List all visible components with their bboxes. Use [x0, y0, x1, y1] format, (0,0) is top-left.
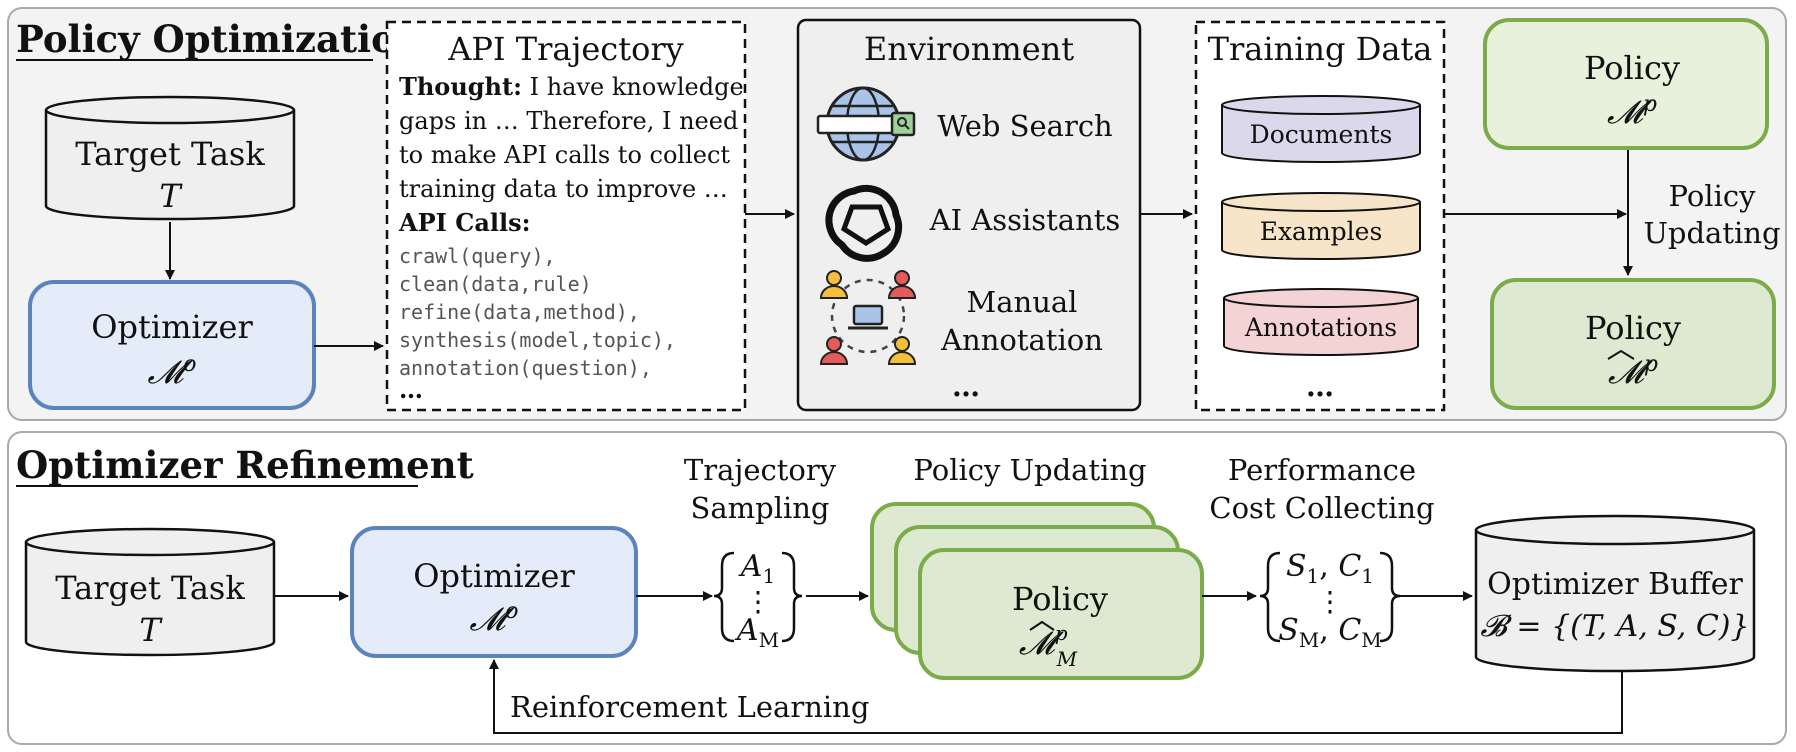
trajectory-sampling-label-1: Trajectory [684, 453, 837, 487]
bottom-optimizer-box: Optimizer 𝓜o [350, 526, 638, 658]
bottom-optimizer-symbol-sup: o [505, 599, 518, 624]
thought-line-4: training data to improve … [399, 175, 728, 203]
annotations-cylinder: Annotations [1223, 288, 1419, 356]
trajectory-sampling-label-2: Sampling [690, 491, 829, 525]
api-call-3: refine(data,method), [399, 300, 640, 324]
documents-cylinder: Documents [1221, 95, 1421, 163]
top-policy-box: Policy 𝓜p [1483, 18, 1769, 150]
examples-label: Examples [1260, 217, 1383, 246]
sample-last: AM [734, 613, 779, 652]
bottom-policy-hat [1029, 620, 1055, 631]
api-trajectory-box: API Trajectory Thought: I have knowledge… [385, 20, 747, 412]
manual-annotation-icon [819, 270, 917, 365]
reinforcement-learning-label: Reinforcement Learning [510, 690, 869, 724]
policy-updating-label-2: Updating [1643, 216, 1780, 250]
api-calls-more: … [399, 375, 423, 404]
policy-optimization-title: Policy Optimization [16, 17, 423, 61]
sample-first: A1 [738, 549, 775, 588]
sample-dots: ⋮ [744, 585, 772, 618]
collected-scores-set: S1, C1 ⋮ SM, CM [1259, 549, 1401, 652]
score-s1: S [1286, 549, 1307, 584]
top-optimizer-box: Optimizer 𝓜o [28, 280, 316, 410]
bottom-target-task-symbol: T [139, 611, 163, 649]
env-ai-assistants-label: AI Assistants [929, 203, 1121, 237]
score-s1-sub: 1 [1307, 564, 1320, 588]
api-call-1: crawl(query), [399, 244, 556, 268]
training-data-more: … [1306, 370, 1334, 403]
env-annotation-label: Annotation [940, 323, 1103, 357]
top-updated-policy-box: Policy 𝓜p [1490, 278, 1776, 410]
optimizer-buffer-label: Optimizer Buffer [1487, 567, 1743, 602]
top-updated-policy-label: Policy [1585, 309, 1681, 347]
thought-label: Thought: [399, 72, 522, 101]
sample-last-base: A [734, 613, 759, 648]
samples-right-brace [781, 551, 803, 643]
top-target-task-label: Target Task [75, 135, 265, 173]
env-more: … [952, 370, 980, 403]
documents-label: Documents [1250, 120, 1393, 149]
score-last: SM, CM [1278, 613, 1382, 652]
api-call-4: synthesis(model,topic), [399, 328, 676, 352]
top-policy-label: Policy [1584, 49, 1680, 87]
api-calls-label: API Calls: [398, 208, 531, 237]
thought-line-2: gaps in … Therefore, I need [399, 107, 738, 135]
top-target-task-cylinder: Target Task T [44, 95, 296, 221]
env-manual-label: Manual [967, 285, 1078, 319]
score-cm-sub: M [1361, 628, 1381, 652]
score-first: S1, C1 [1286, 549, 1374, 588]
examples-cylinder: Examples [1221, 192, 1421, 260]
environment-box: Environment Web Search AI Assistants [796, 18, 1142, 412]
web-search-icon [816, 86, 916, 162]
bottom-target-task-cylinder: Target Task T [24, 527, 276, 657]
score-sm: S [1278, 613, 1299, 648]
api-call-2: clean(data,rule) [399, 272, 592, 296]
performance-label-2: Cost Collecting [1209, 491, 1434, 525]
optimizer-buffer-cylinder: Optimizer Buffer 𝓑 = {(T, A, S, C)} [1474, 514, 1756, 673]
score-dots: ⋮ [1316, 585, 1344, 618]
bottom-optimizer-label: Optimizer [413, 557, 575, 595]
env-web-search-label: Web Search [937, 109, 1113, 143]
optimizer-buffer-formula: 𝓑 = {(T, A, S, C)} [1480, 609, 1749, 644]
top-optimizer-symbol-sup: o [183, 352, 196, 377]
scores-left-brace [1259, 551, 1281, 643]
sample-first-sub: 1 [762, 564, 775, 588]
top-policy-symbol-sup: p [1643, 92, 1657, 117]
top-target-task-symbol: T [159, 177, 183, 215]
thought-line-1: Thought: I have knowledge [399, 72, 744, 101]
thought-line-1-text: I have knowledge [522, 73, 744, 101]
bottom-policy-symbol-sup: p [1055, 621, 1068, 645]
score-sm-sub: M [1299, 628, 1319, 652]
policy-stack-front [918, 548, 1204, 680]
optimizer-refinement-title: Optimizer Refinement [16, 443, 474, 487]
policy-updating-label-1: Policy [1669, 179, 1757, 213]
ai-assistant-icon [825, 184, 903, 262]
score-cm: C [1338, 613, 1361, 648]
thought-line-3: to make API calls to collect [399, 141, 730, 169]
reinforcement-feedback-arrow [489, 659, 1623, 734]
score-c1-sub: 1 [1361, 564, 1374, 588]
api-trajectory-title: API Trajectory [447, 30, 683, 68]
api-call-5: annotation(question), [399, 356, 652, 380]
training-data-box: Training Data Documents Examples Annotat… [1194, 20, 1446, 412]
performance-label-1: Performance [1228, 453, 1416, 487]
annotations-label: Annotations [1244, 313, 1397, 342]
samples-left-brace [713, 551, 735, 643]
bottom-policy-updating-label: Policy Updating [913, 453, 1146, 487]
training-data-title: Training Data [1208, 30, 1433, 68]
bottom-target-task-label: Target Task [55, 569, 245, 607]
sample-first-base: A [738, 549, 763, 584]
bottom-policy-symbol-sub: M [1056, 647, 1078, 671]
score-c1: C [1338, 549, 1361, 584]
bottom-policy-label: Policy [1012, 580, 1108, 618]
environment-title: Environment [864, 30, 1074, 68]
sampled-trajectories-set: A1 ⋮ AM [713, 549, 803, 652]
top-optimizer-label: Optimizer [91, 308, 253, 346]
top-updated-policy-symbol-sup: p [1644, 352, 1658, 377]
top-updated-policy-hat [1607, 349, 1635, 360]
sample-last-sub: M [759, 628, 779, 652]
